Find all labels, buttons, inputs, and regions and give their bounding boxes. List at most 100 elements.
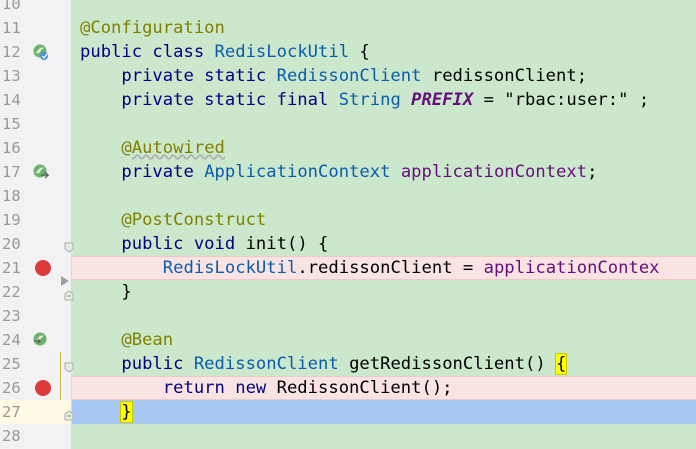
breakpoint-icon[interactable] bbox=[35, 260, 51, 276]
code-line[interactable]: 19 @PostConstruct bbox=[0, 208, 696, 232]
code-editor[interactable] bbox=[72, 0, 696, 449]
code-token: ; bbox=[628, 90, 650, 110]
fold-end-icon[interactable] bbox=[64, 286, 74, 301]
current-line-highlight bbox=[72, 400, 696, 424]
line-background bbox=[72, 424, 696, 448]
code-text[interactable]: } bbox=[80, 282, 132, 302]
gutter-separator bbox=[71, 0, 72, 449]
spring-bean-method-icon[interactable] bbox=[31, 331, 49, 349]
line-number: 14 bbox=[2, 91, 21, 109]
code-token: = bbox=[452, 258, 484, 278]
code-token: applicationContex bbox=[483, 258, 660, 278]
code-token: RedisLockUtil bbox=[162, 258, 298, 278]
code-token: RedissonClient bbox=[276, 66, 422, 86]
code-token: return new bbox=[80, 378, 277, 398]
code-line[interactable]: 25 public RedissonClient getRedissonClie… bbox=[0, 352, 696, 376]
spring-bean-icon[interactable] bbox=[31, 43, 49, 61]
code-line[interactable]: 12 public class RedisLockUtil { bbox=[0, 40, 696, 64]
code-token: private static bbox=[80, 66, 277, 86]
spring-autowired-icon[interactable] bbox=[31, 163, 50, 181]
code-token: getRedissonClient bbox=[349, 354, 525, 374]
code-token bbox=[390, 162, 400, 182]
code-line[interactable]: 15 bbox=[0, 112, 696, 136]
fold-start-icon[interactable] bbox=[64, 238, 74, 253]
line-number: 20 bbox=[2, 235, 21, 253]
code-token: public class bbox=[80, 42, 215, 62]
code-line[interactable]: 18 bbox=[0, 184, 696, 208]
code-token bbox=[80, 258, 163, 278]
code-line[interactable]: 20 public void init() { bbox=[0, 232, 696, 256]
code-line[interactable]: 26 return new RedissonClient(); bbox=[0, 376, 696, 400]
line-number: 12 bbox=[2, 43, 21, 61]
code-token: @Autowired bbox=[121, 138, 225, 158]
code-line[interactable]: 27 } bbox=[0, 400, 696, 424]
code-token: private static final bbox=[80, 90, 339, 110]
execution-point-arrow-icon bbox=[60, 272, 70, 286]
code-token: PREFIX bbox=[411, 90, 474, 110]
code-token: RedissonClient bbox=[276, 378, 422, 398]
code-text[interactable]: public void init() { bbox=[80, 235, 328, 253]
line-number: 28 bbox=[2, 427, 21, 445]
line-number: 10 bbox=[2, 0, 21, 13]
code-text[interactable]: @Configuration bbox=[80, 19, 225, 37]
code-line[interactable]: 17 private ApplicationContext applicatio… bbox=[0, 160, 696, 184]
line-number: 17 bbox=[2, 163, 21, 181]
line-number: 24 bbox=[2, 331, 21, 349]
line-number: 15 bbox=[2, 115, 21, 133]
code-text[interactable]: public class RedisLockUtil { bbox=[80, 43, 370, 61]
code-line[interactable]: 24 @Bean bbox=[0, 328, 696, 352]
code-token: () bbox=[524, 354, 557, 374]
code-line[interactable]: 13 private static RedissonClient redisso… bbox=[0, 64, 696, 88]
line-number: 22 bbox=[2, 283, 21, 301]
method-scope-marker bbox=[60, 352, 61, 424]
code-text[interactable]: @Bean bbox=[80, 331, 173, 349]
line-number: 26 bbox=[2, 379, 21, 397]
code-token bbox=[80, 402, 121, 422]
code-line[interactable]: 14 private static final String PREFIX = … bbox=[0, 88, 696, 112]
code-token bbox=[401, 90, 411, 110]
code-line[interactable]: 21 RedisLockUtil.redissonClient = applic… bbox=[0, 256, 696, 286]
code-token: @Configuration bbox=[80, 18, 225, 38]
code-text[interactable]: private static RedissonClient redissonCl… bbox=[80, 67, 587, 85]
line-background bbox=[72, 304, 696, 328]
code-token: @PostConstruct bbox=[80, 210, 267, 230]
code-line[interactable]: 22 } bbox=[0, 280, 696, 304]
code-token: { bbox=[349, 42, 370, 62]
line-background bbox=[72, 184, 696, 208]
code-text[interactable]: return new RedissonClient(); bbox=[80, 379, 453, 397]
code-line[interactable]: 10 bbox=[0, 0, 696, 16]
code-token: applicationContext bbox=[400, 162, 588, 182]
code-text[interactable]: @Autowired bbox=[80, 138, 225, 158]
code-text[interactable]: private ApplicationContext applicationCo… bbox=[80, 163, 597, 181]
code-token: } bbox=[80, 282, 132, 302]
code-text[interactable]: RedisLockUtil.redissonClient = applicati… bbox=[80, 259, 660, 277]
code-token: RedissonClient bbox=[193, 354, 339, 374]
code-token: () { bbox=[286, 234, 329, 254]
code-line[interactable]: 16 @Autowired bbox=[0, 136, 696, 160]
line-background bbox=[72, 112, 696, 136]
line-number: 23 bbox=[2, 307, 21, 325]
breakpoint-icon[interactable] bbox=[35, 380, 51, 396]
code-token: . bbox=[297, 258, 308, 278]
line-number: 13 bbox=[2, 67, 21, 85]
matched-brace: { bbox=[554, 353, 568, 375]
line-number: 27 bbox=[2, 403, 21, 421]
fold-end-icon[interactable] bbox=[64, 406, 74, 421]
code-token: @Bean bbox=[80, 330, 174, 350]
code-token: redissonClient bbox=[431, 66, 577, 86]
code-text[interactable]: public RedissonClient getRedissonClient(… bbox=[80, 353, 568, 375]
code-text[interactable]: private static final String PREFIX = "rb… bbox=[80, 91, 649, 109]
line-number: 16 bbox=[2, 139, 21, 157]
fold-start-icon[interactable] bbox=[64, 358, 74, 373]
code-text[interactable]: @PostConstruct bbox=[80, 211, 266, 229]
code-token: ApplicationContext bbox=[204, 162, 391, 182]
code-line[interactable]: 28 bbox=[0, 424, 696, 448]
code-token: public void bbox=[80, 234, 246, 254]
line-number: 25 bbox=[2, 355, 21, 373]
gutter-cell[interactable] bbox=[0, 400, 71, 424]
code-token: String bbox=[338, 90, 401, 110]
code-text[interactable]: } bbox=[80, 401, 133, 423]
code-token: init bbox=[245, 234, 287, 254]
code-line[interactable]: 11@Configuration bbox=[0, 16, 696, 40]
code-line[interactable]: 23 bbox=[0, 304, 696, 328]
